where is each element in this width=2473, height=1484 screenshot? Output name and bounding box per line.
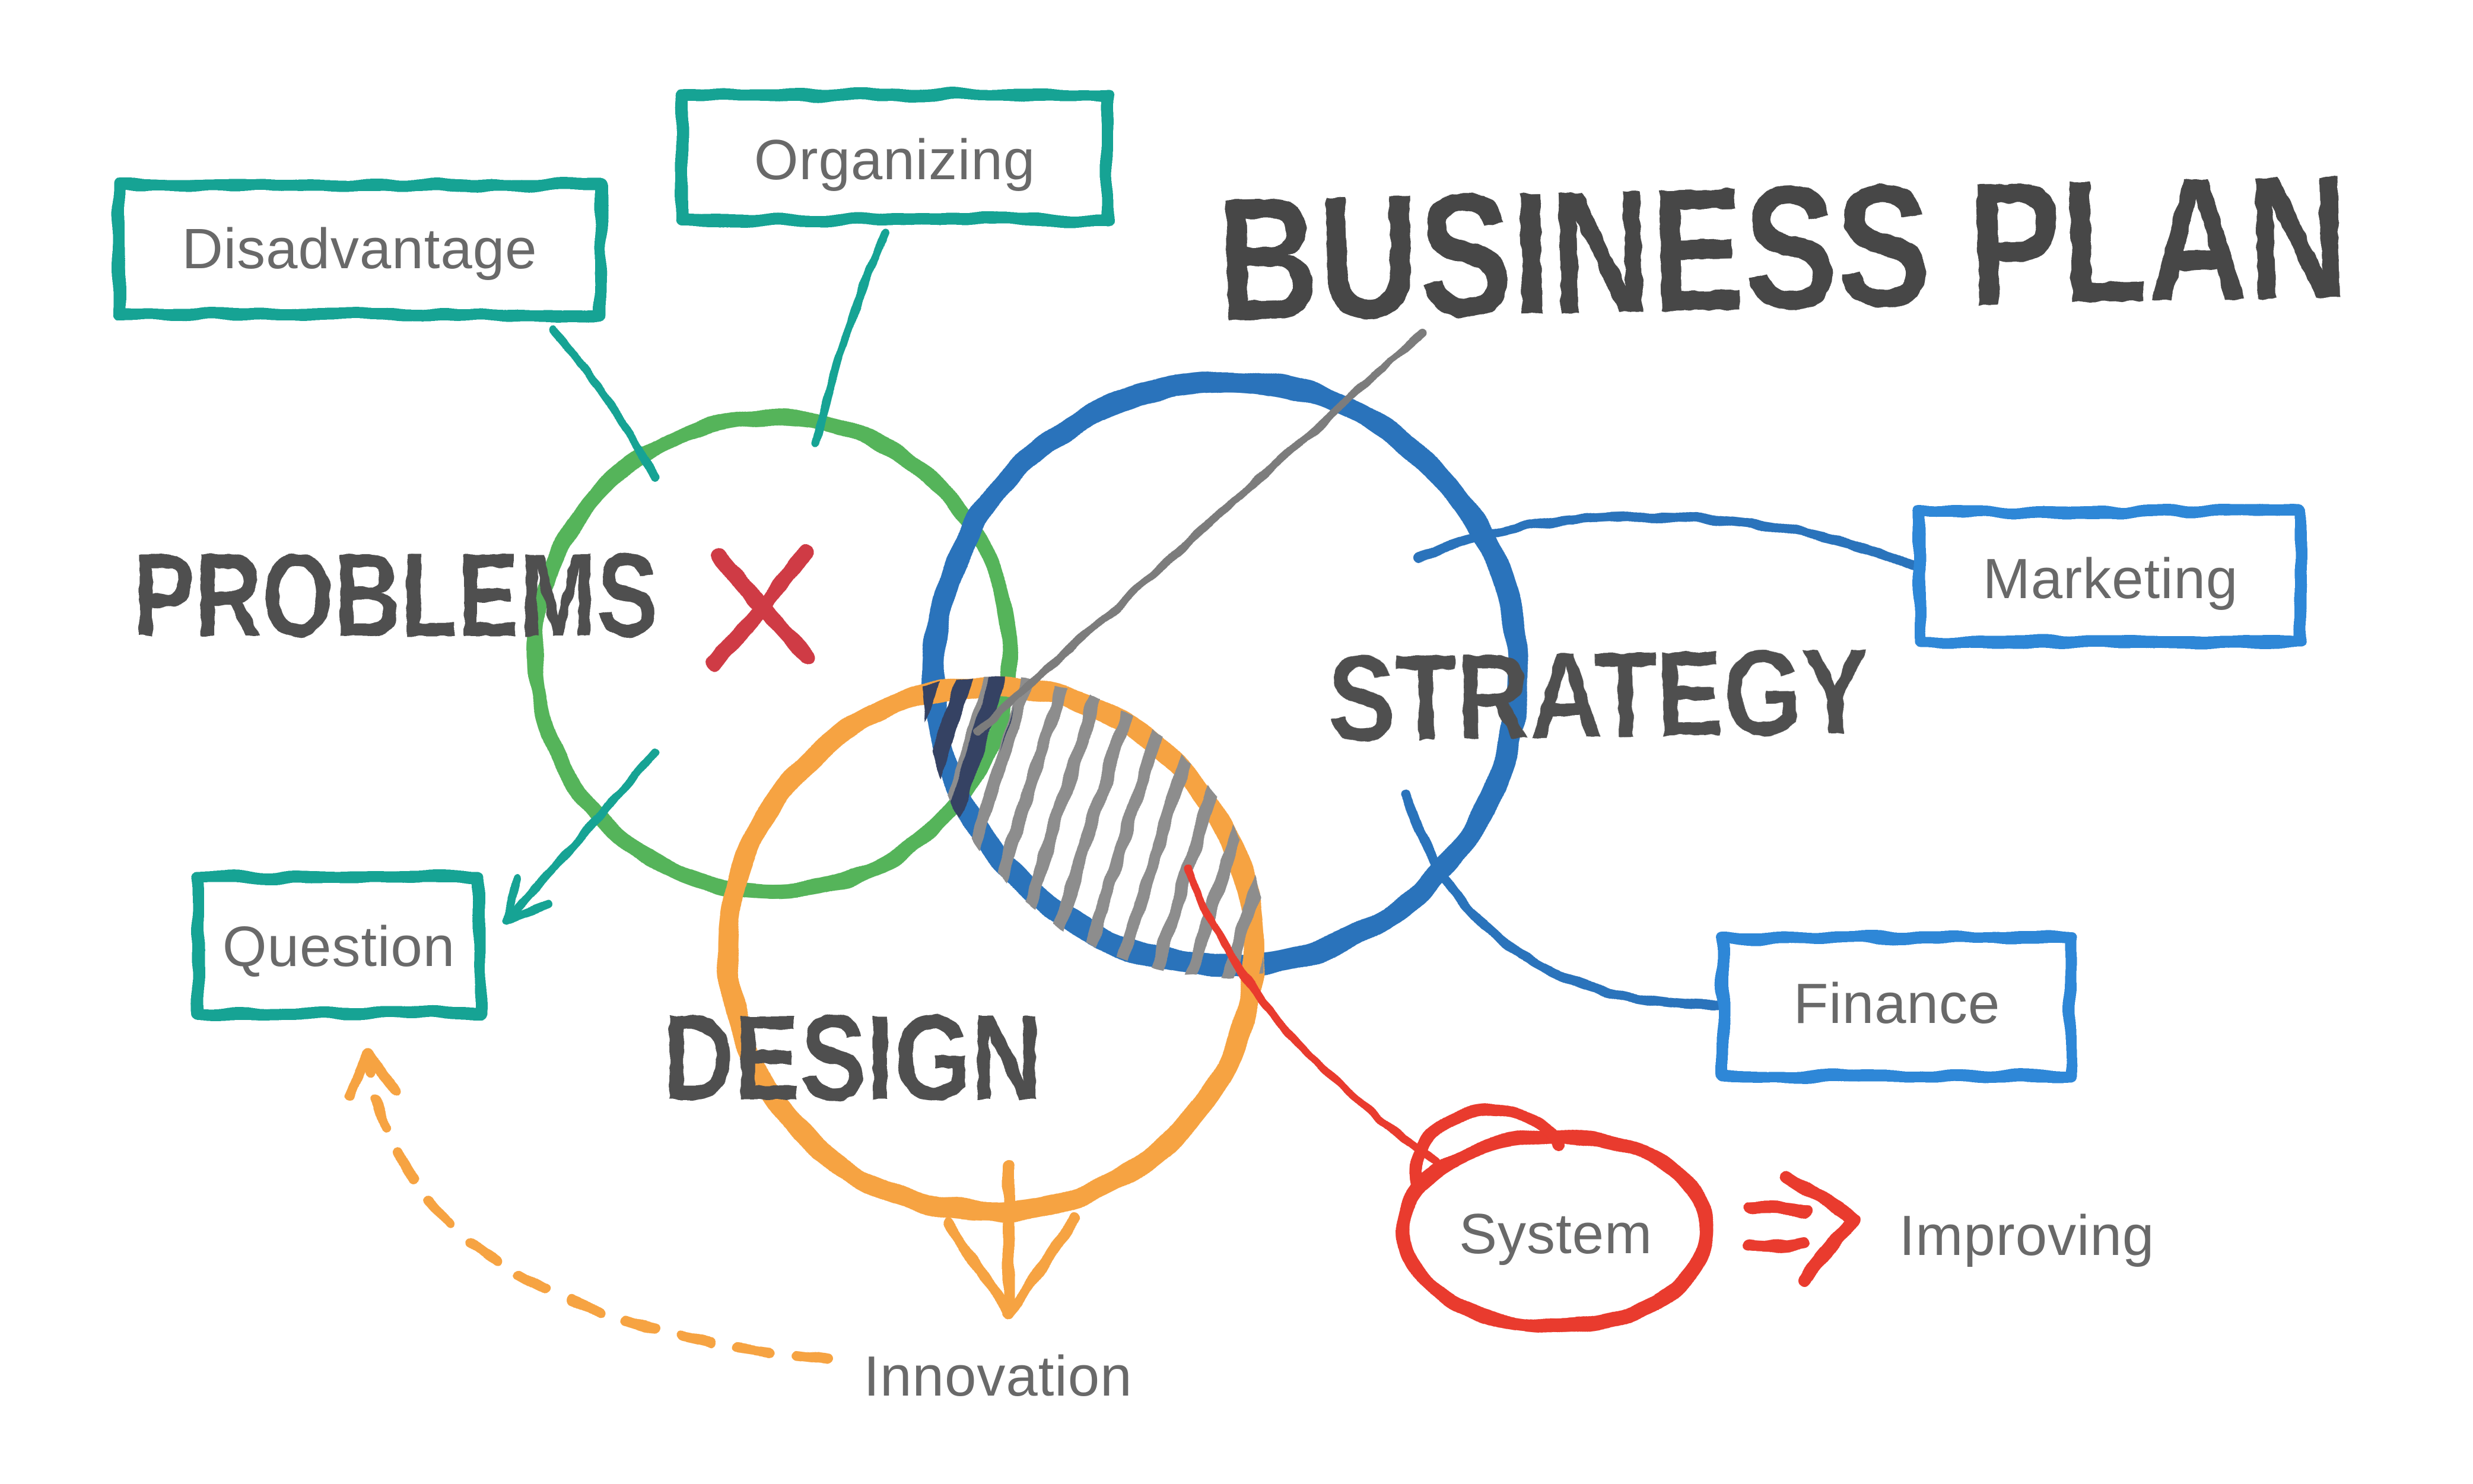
connector-marketing — [1413, 511, 1926, 574]
line-overlap-to-system — [1185, 865, 1439, 1165]
connector-disadvantage — [549, 326, 659, 481]
finance-label: Finance — [1794, 972, 2001, 1035]
arrow-to-question — [503, 748, 659, 925]
x-mark — [705, 544, 816, 672]
problems-circle — [527, 409, 1018, 900]
arrow-system-to-improving — [1742, 1170, 1861, 1287]
finance-box — [1717, 932, 2077, 1082]
strategy-label: STRATEGY — [1327, 624, 1870, 767]
line-title-to-overlap — [974, 328, 1427, 735]
arrow-to-innovation — [943, 1161, 1080, 1320]
system-oval — [1396, 1102, 1715, 1333]
system-label: System — [1459, 1202, 1652, 1266]
improving-label: Improving — [1899, 1204, 2155, 1267]
marketing-label: Marketing — [1983, 547, 2239, 611]
organizing-label: Organizing — [754, 128, 1035, 192]
design-label: DESIGN — [663, 990, 1042, 1126]
marketing-box — [1914, 506, 2307, 648]
disadvantage-label: Disadvantage — [182, 217, 537, 281]
connector-finance — [1400, 788, 1725, 1010]
dashed-arrow-to-question — [344, 1048, 832, 1364]
page-title: BUSINESS PLAN — [1216, 138, 2350, 358]
innovation-label: Innovation — [863, 1345, 1132, 1408]
problems-label: PROBLEMS — [133, 529, 659, 662]
disadvantage-box — [113, 179, 606, 320]
organizing-box — [676, 89, 1113, 225]
connector-organizing — [812, 228, 889, 446]
question-label: Question — [222, 915, 455, 978]
question-box — [192, 871, 485, 1019]
